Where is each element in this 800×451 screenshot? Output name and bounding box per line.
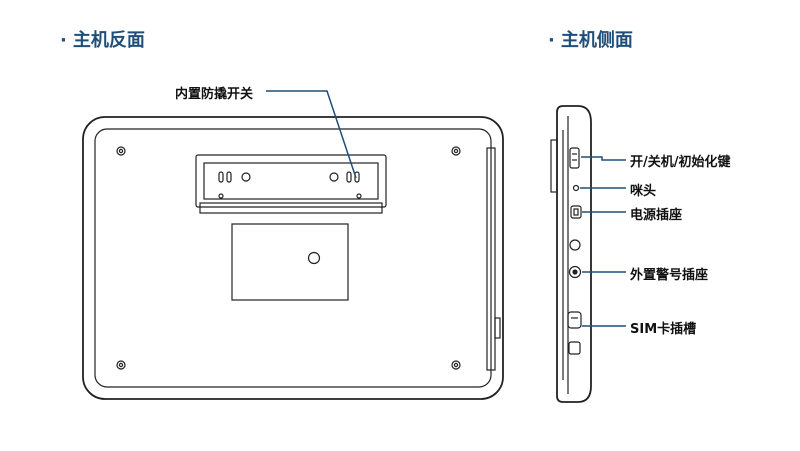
- tamper-switch-leader: [266, 90, 357, 179]
- back-edge-tab: [494, 317, 501, 339]
- back-view-title: ·主机反面: [60, 26, 145, 52]
- mount-bracket: [195, 154, 387, 214]
- label-plate: [231, 223, 349, 301]
- bottom-port-icon: [568, 341, 581, 355]
- back-view-title-text: 主机反面: [72, 30, 145, 51]
- power-button-label: 开/关机/初始化键: [630, 155, 731, 170]
- tamper-hole: [307, 251, 321, 265]
- screw-icon: [451, 146, 461, 156]
- round-connector-icon: [569, 239, 581, 251]
- side-view-title: ·主机侧面: [548, 26, 633, 52]
- back-edge-strip: [486, 147, 496, 371]
- screw-icon: [116, 360, 126, 370]
- screw-icon: [116, 146, 126, 156]
- side-rail: [550, 139, 558, 193]
- side-housing: [556, 105, 592, 403]
- power-socket-label: 电源插座: [630, 208, 683, 223]
- microphone-label: 咪头: [630, 184, 657, 199]
- microphone-icon: [572, 184, 580, 192]
- back-housing-outer: [82, 116, 504, 400]
- sim-slot-icon: [567, 311, 582, 329]
- sim-slot-label: SIM卡插槽: [630, 322, 697, 337]
- power-button-leader: [581, 156, 626, 161]
- back-view-drawing: [82, 116, 504, 400]
- power-button-icon: [569, 147, 580, 169]
- alarm-socket-label: 外置警号插座: [630, 268, 709, 283]
- back-housing-inner: [94, 128, 492, 388]
- back-view-bullet: ·: [60, 30, 67, 51]
- side-view-drawing: [550, 105, 592, 403]
- side-view-bullet: ·: [548, 30, 555, 51]
- screw-icon: [451, 360, 461, 370]
- tamper-switch-label: 内置防撬开关: [175, 87, 254, 102]
- side-leaders: [580, 156, 626, 327]
- side-view-title-text: 主机侧面: [560, 30, 633, 51]
- alarm-socket-icon: [568, 265, 582, 279]
- power-socket-icon: [570, 205, 582, 219]
